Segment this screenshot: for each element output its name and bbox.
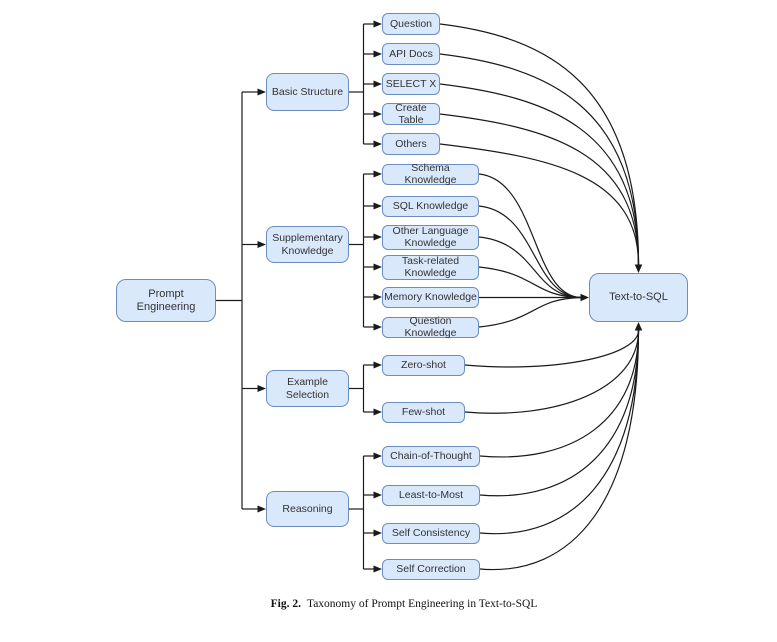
arrowhead [373,452,382,460]
node-others: Others [382,133,440,155]
arrowhead [373,323,382,331]
node-least-to-most: Least-to-Most [382,484,480,506]
figure-caption-label: Fig. 2. [270,598,301,610]
arrowhead [373,202,382,210]
edge-line [439,83,640,265]
node-other-language-knowledge: Other Language Knowledge [382,224,479,250]
node-question-knowledge: Question Knowledge [382,315,479,339]
edge-line [478,296,581,328]
edge-line [479,330,640,535]
arrowhead [373,140,382,148]
arrowhead [634,264,643,273]
node-zero-shot: Zero-shot [382,354,465,376]
node-select-x: SELECT X [382,73,440,95]
node-question: Question [382,13,440,35]
edge-line [464,330,640,368]
edge-line [478,236,581,299]
node-api-docs: API Docs [382,43,440,65]
node-task-related-knowledge: Task-related Knowledge [382,254,479,280]
arrowhead [373,110,382,118]
arrowhead [634,322,643,331]
edge-line [478,266,581,299]
arrowhead [373,529,382,537]
edge-line [439,113,640,265]
arrowhead [373,170,382,178]
figure-caption-text: Taxonomy of Prompt Engineering in Text-t… [306,598,538,610]
arrowhead [373,20,382,28]
node-memory-knowledge: Memory Knowledge [382,286,479,308]
node-self-correction: Self Correction [382,558,480,580]
node-create-table: Create Table [382,102,440,126]
arrowhead [373,361,382,369]
edge-line [464,330,640,414]
arrowhead [373,491,382,499]
node-chain-of-thought: Chain-of-Thought [382,445,480,467]
arrowhead [373,408,382,416]
node-few-shot: Few-shot [382,401,465,423]
edge-line [479,330,640,571]
edge-line [439,53,640,265]
arrowhead [373,50,382,58]
node-basic-structure: Basic Structure [266,73,349,111]
node-reasoning: Reasoning [266,491,349,527]
node-prompt-engineering: Prompt Engineering [116,279,216,322]
arrowhead [373,80,382,88]
arrowhead [257,385,266,392]
arrowhead [373,263,382,271]
edge-line [478,205,581,299]
edge-line [479,330,640,497]
edge-line [479,330,640,458]
arrowhead [257,241,266,248]
arrowhead [373,233,382,241]
figure-caption: Fig. 2. Taxonomy of Prompt Engineering in… [31,598,777,610]
node-self-consistency: Self Consistency [382,522,480,544]
arrowhead [373,565,382,573]
node-schema-knowledge: Schema Knowledge [382,162,479,186]
node-example-selection: Example Selection [266,370,349,407]
arrowhead [257,505,266,513]
node-sql-knowledge: SQL Knowledge [382,195,479,217]
arrowhead [580,293,589,302]
edge-line [439,143,640,265]
arrowhead [257,88,266,96]
node-text-to-sql: Text-to-SQL [589,273,688,322]
node-supplementary-knowledge: Supplementary Knowledge [266,226,349,263]
edge-line [439,23,640,265]
edge-line [478,173,581,299]
arrowhead [373,293,382,301]
